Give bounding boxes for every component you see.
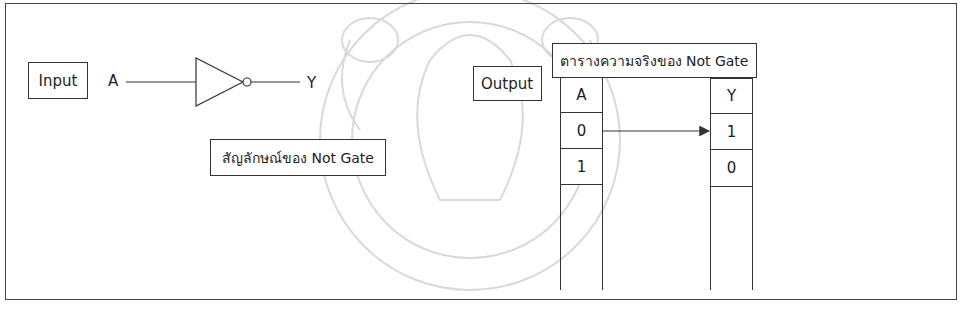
table-cell: 0 <box>560 112 603 149</box>
table-column-lines <box>561 77 753 290</box>
node-text: ตารางความจริงของ Not Gate <box>560 50 749 72</box>
table-header-cell: Y <box>710 78 753 114</box>
node-text: 0 <box>727 159 737 177</box>
node-text: A <box>576 86 586 104</box>
caption-box: สัญลักษณ์ของ Not Gate <box>210 139 386 176</box>
input-signal-name: A <box>108 72 118 90</box>
table-cell: 1 <box>710 113 753 150</box>
node-text: Output <box>481 75 533 93</box>
node-text: 0 <box>577 122 587 140</box>
outer-frame <box>6 4 957 300</box>
node-text: 1 <box>577 158 587 176</box>
table-cell: 0 <box>710 149 753 187</box>
node-text: สัญลักษณ์ของ Not Gate <box>222 147 374 169</box>
table-header-cell: A <box>560 77 603 113</box>
node-text: 1 <box>727 123 737 141</box>
output-box: Output <box>473 66 542 101</box>
input-box: Input <box>28 62 88 99</box>
output-signal-name: Y <box>307 74 316 92</box>
node-text: Input <box>39 72 78 90</box>
node-text: Y <box>727 87 736 105</box>
not-gate-symbol <box>126 58 300 106</box>
table-title-box: ตารางความจริงของ Not Gate <box>552 43 757 78</box>
arrow-connector <box>603 130 709 131</box>
table-cell: 1 <box>560 148 603 185</box>
